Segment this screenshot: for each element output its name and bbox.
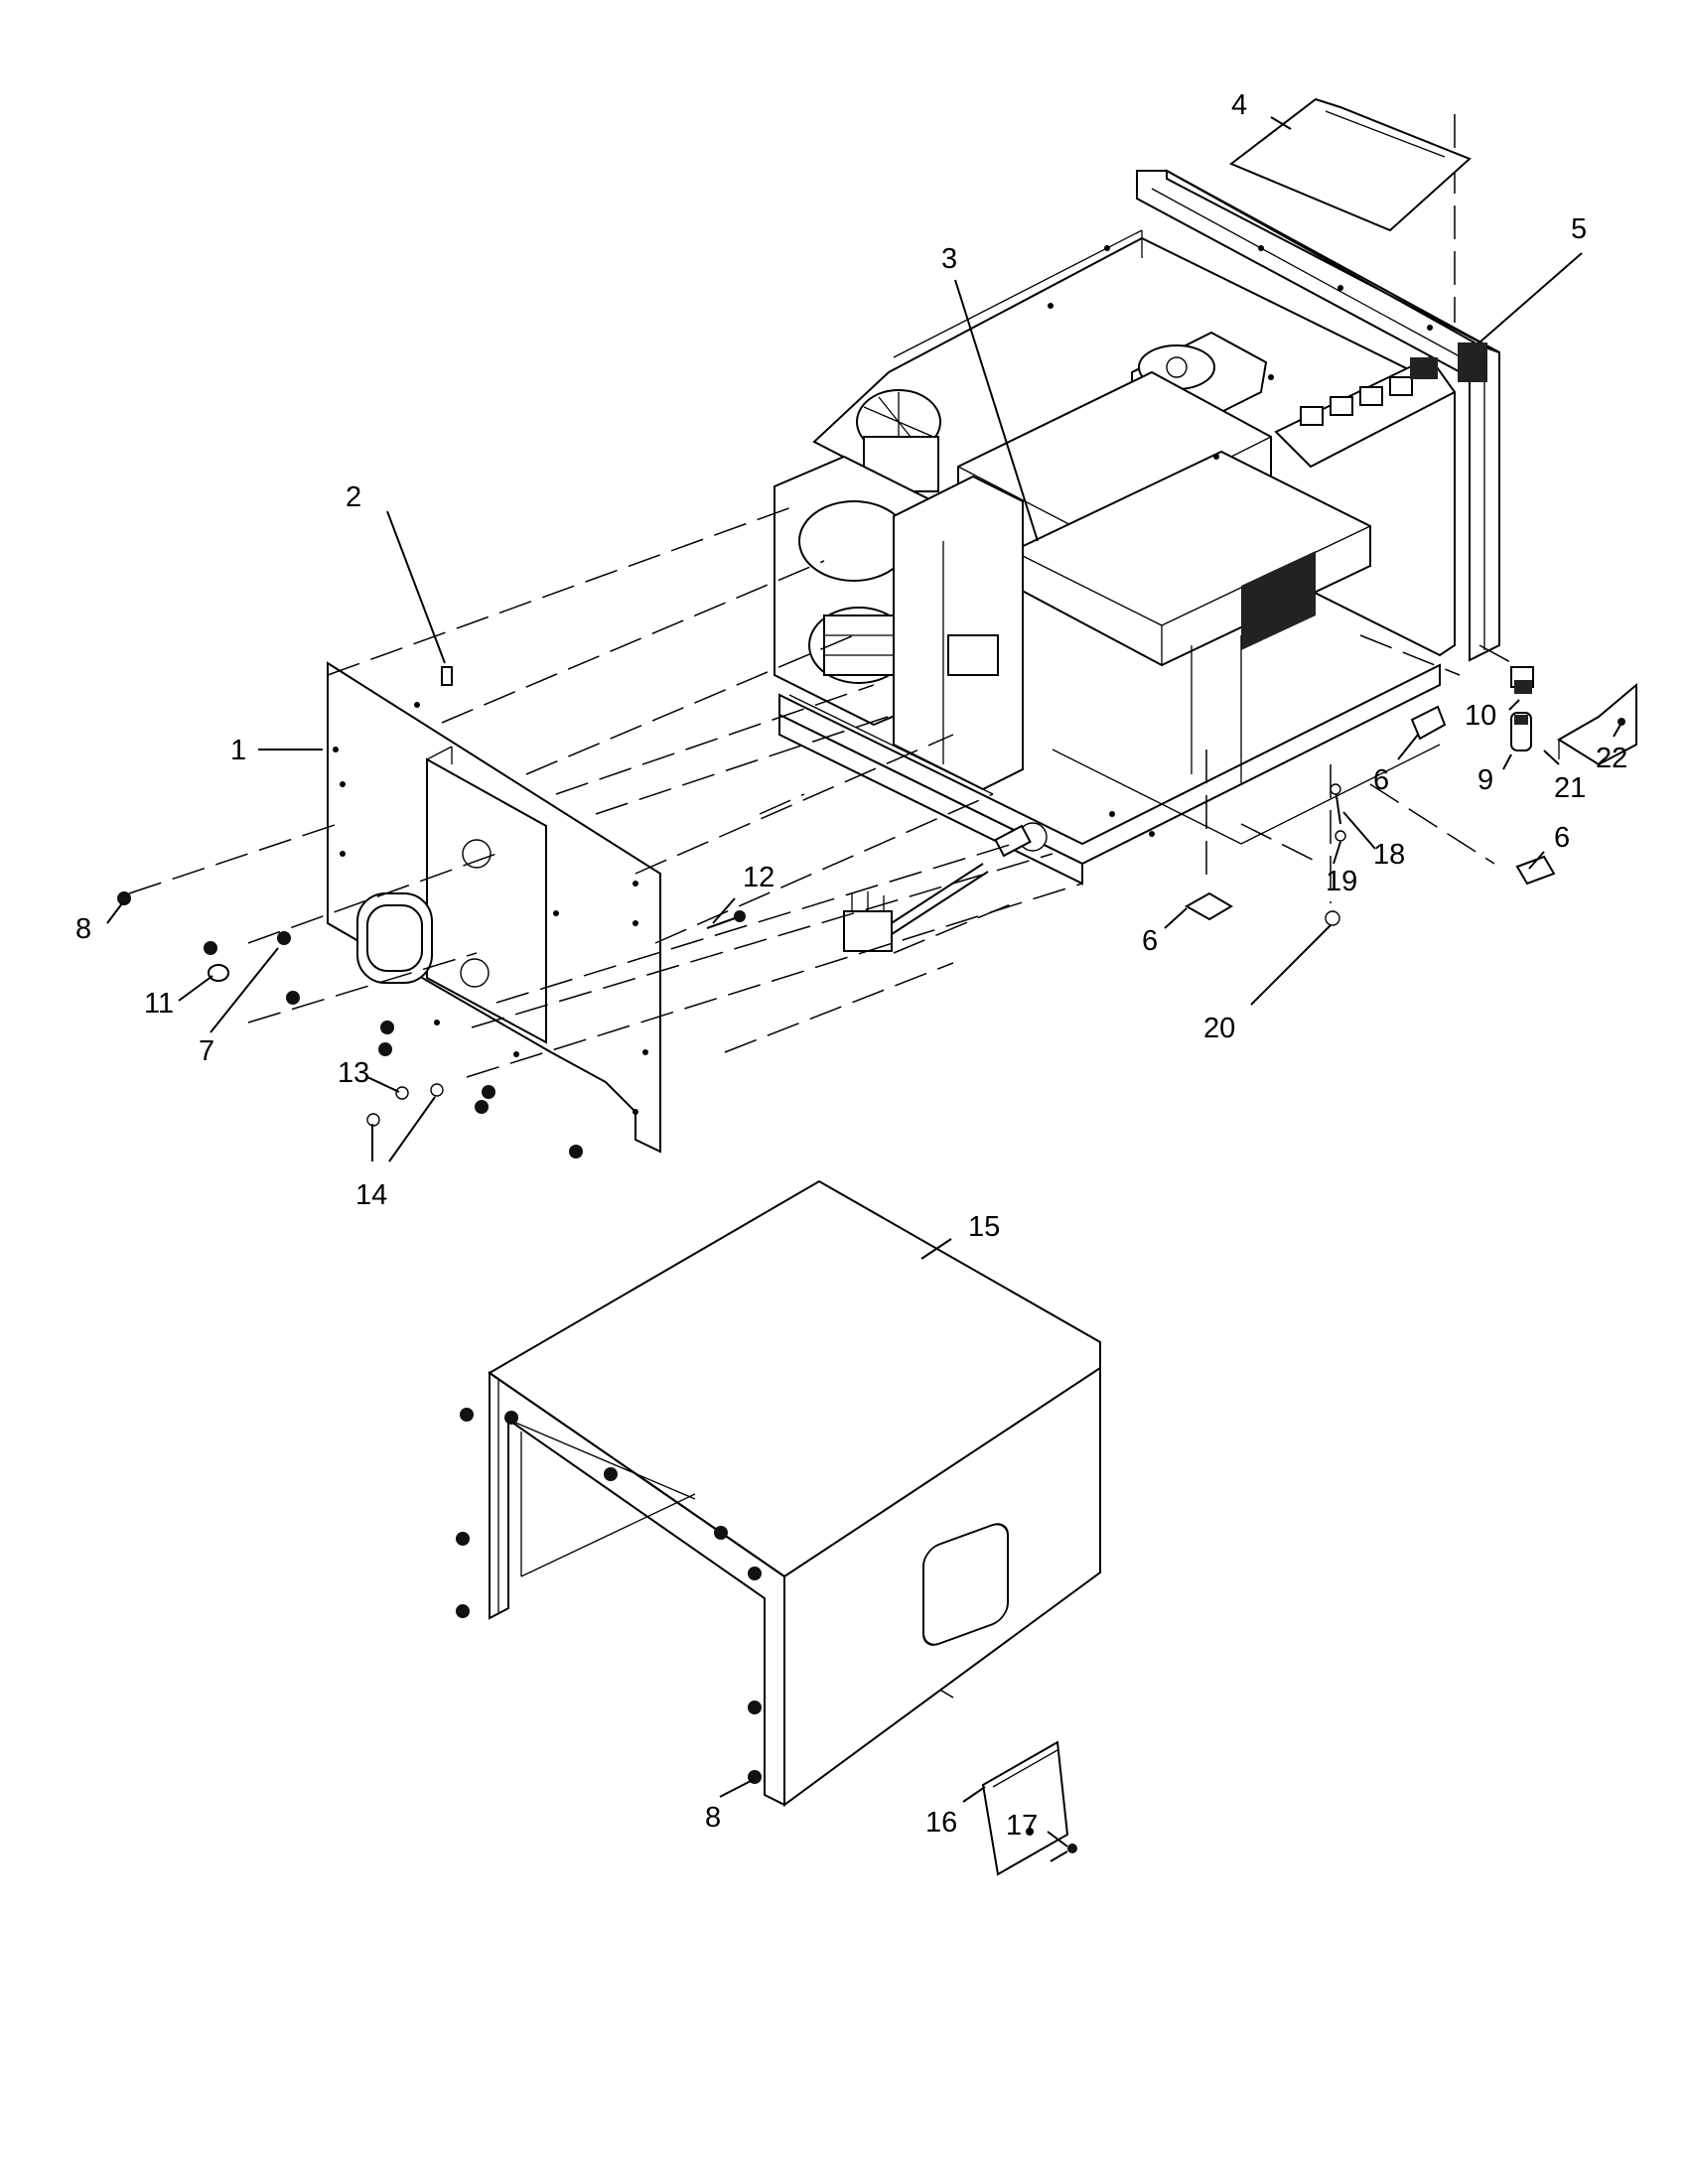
- part-6-pad-b: [1184, 891, 1233, 921]
- rear-panel: [327, 661, 661, 1154]
- callout-10: 10: [1465, 700, 1496, 732]
- callout-22: 22: [1596, 743, 1627, 774]
- part-21-bracket: [1557, 682, 1637, 766]
- part-2-clip: [441, 666, 453, 686]
- part-9-10-assembly: [1510, 666, 1534, 751]
- part-20-nut: [1325, 910, 1340, 926]
- leader-lines: [106, 116, 1621, 1847]
- callout-21: 21: [1554, 772, 1586, 804]
- part-4-cover: [1229, 97, 1472, 232]
- part-12-screw: [706, 910, 746, 929]
- callout-14: 14: [355, 1179, 387, 1211]
- oven-chassis: [774, 169, 1500, 952]
- callout-9: 9: [1477, 764, 1493, 796]
- part-19-washer: [1335, 830, 1346, 842]
- rear-panel-screws: [117, 891, 583, 1159]
- part-17-screw: [1050, 1843, 1077, 1862]
- callout-11: 11: [144, 988, 174, 1020]
- callout-12: 12: [743, 862, 774, 893]
- callout-8b: 8: [705, 1802, 721, 1834]
- outer-cabinet: [488, 1179, 1101, 1807]
- cabinet-screws: [456, 1408, 762, 1784]
- callout-17: 17: [1006, 1810, 1038, 1842]
- callout-15: 15: [968, 1211, 1000, 1243]
- part-18-bolt: [1335, 788, 1341, 825]
- callout-6a: 6: [1373, 764, 1389, 796]
- callout-13: 13: [338, 1057, 369, 1089]
- callout-3: 3: [941, 243, 957, 275]
- part-16-access-plate: [981, 1740, 1069, 1876]
- callout-6c: 6: [1554, 822, 1570, 854]
- part-6-pad-c: [1515, 855, 1556, 886]
- callout-1: 1: [230, 735, 246, 766]
- callout-20: 20: [1203, 1013, 1235, 1044]
- part-6-pad-a: [1410, 705, 1447, 741]
- callout-labels: 1 2 3 4 5 6 6 6 7 8 8 9 10 11 12 13 14 1…: [75, 89, 1627, 1842]
- callout-5: 5: [1571, 213, 1587, 245]
- callout-19: 19: [1326, 866, 1357, 897]
- callout-6b: 6: [1142, 925, 1158, 957]
- callout-18: 18: [1373, 839, 1405, 871]
- callout-16: 16: [925, 1807, 957, 1839]
- callout-7: 7: [199, 1035, 214, 1067]
- callout-8a: 8: [75, 913, 91, 945]
- callout-4: 4: [1231, 89, 1247, 121]
- callout-2: 2: [346, 481, 361, 513]
- part-22-screw: [1618, 718, 1625, 726]
